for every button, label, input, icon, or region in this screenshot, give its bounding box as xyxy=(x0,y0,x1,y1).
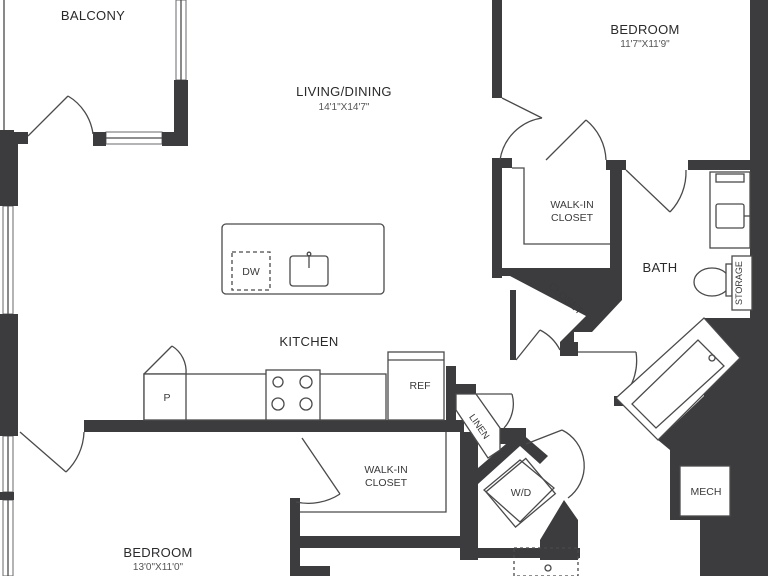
bath-label: BATH xyxy=(643,260,678,275)
balcony-label: BALCONY xyxy=(61,8,125,23)
dishwasher-outline xyxy=(231,251,271,291)
bedroom-bottom-label: BEDROOM xyxy=(123,545,192,560)
washer-dryer xyxy=(483,459,555,523)
bedroom-top-dims: 11'7"X11'9" xyxy=(620,39,670,50)
pantry xyxy=(143,373,187,421)
walkin-closet-top-line1: WALK-IN xyxy=(550,199,593,211)
storage-label: STORAGE xyxy=(734,261,744,305)
pantry-label: P xyxy=(163,392,170,404)
fixtures xyxy=(143,167,753,576)
linen-shelf xyxy=(455,393,501,459)
bathtub xyxy=(615,317,741,441)
vanity-sink xyxy=(715,203,745,229)
mech-unit xyxy=(679,465,731,517)
windows xyxy=(2,0,187,576)
storage-cabinet xyxy=(731,255,753,311)
walkin-closet-bottom-line2: CLOSET xyxy=(365,477,408,489)
dishwasher-label: DW xyxy=(242,266,260,278)
toilet xyxy=(693,267,731,297)
labels: BALCONY LIVING/DINING 14'1"X14'7" BEDROO… xyxy=(61,8,744,573)
refrigerator xyxy=(387,351,445,421)
walkin-closet-bottom-line1: WALK-IN xyxy=(364,464,407,476)
doors xyxy=(19,95,687,504)
living-dining-label: LIVING/DINING xyxy=(296,84,392,99)
living-dining-dims: 14'1"X14'7" xyxy=(319,102,370,113)
bedroom-bottom-dims: 13'0"X11'0" xyxy=(133,562,184,573)
refrigerator-label: REF xyxy=(410,380,431,392)
washer-dryer-label: W/D xyxy=(511,487,532,499)
range xyxy=(265,369,321,421)
walkin-closet-top-line2: CLOSET xyxy=(551,212,594,224)
mech-label: MECH xyxy=(691,486,722,498)
kitchen-label: KITCHEN xyxy=(279,334,338,349)
bedroom-top-label: BEDROOM xyxy=(610,22,679,37)
